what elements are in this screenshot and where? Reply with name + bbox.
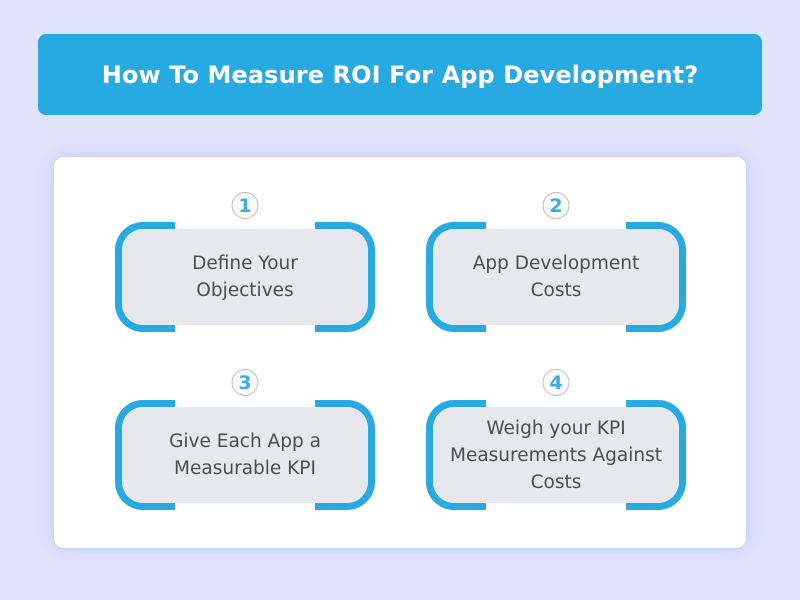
step-label: Define Your Objectives (122, 229, 368, 325)
step-box: Define Your Objectives (115, 222, 375, 332)
step-number-badge: 4 (542, 369, 570, 396)
right-bracket-decoration (315, 222, 375, 332)
step-label: Give Each App a Measurable KPI (122, 407, 368, 503)
page-title: How To Measure ROI For App Development? (101, 60, 699, 89)
left-bracket-decoration (426, 400, 486, 510)
step-box: Weigh your KPI Measurements Against Cost… (426, 400, 686, 510)
step-number-badge: 3 (231, 369, 259, 396)
title-banner: How To Measure ROI For App Development? (38, 34, 762, 115)
right-bracket-decoration (626, 222, 686, 332)
left-bracket-decoration (426, 222, 486, 332)
step-label: App Development Costs (433, 229, 679, 325)
step-number-badge: 2 (542, 192, 570, 219)
step-box: Give Each App a Measurable KPI (115, 400, 375, 510)
step-label: Weigh your KPI Measurements Against Cost… (433, 407, 679, 503)
left-bracket-decoration (115, 222, 175, 332)
right-bracket-decoration (315, 400, 375, 510)
left-bracket-decoration (115, 400, 175, 510)
step-box: App Development Costs (426, 222, 686, 332)
step-number-badge: 1 (231, 192, 259, 219)
right-bracket-decoration (626, 400, 686, 510)
